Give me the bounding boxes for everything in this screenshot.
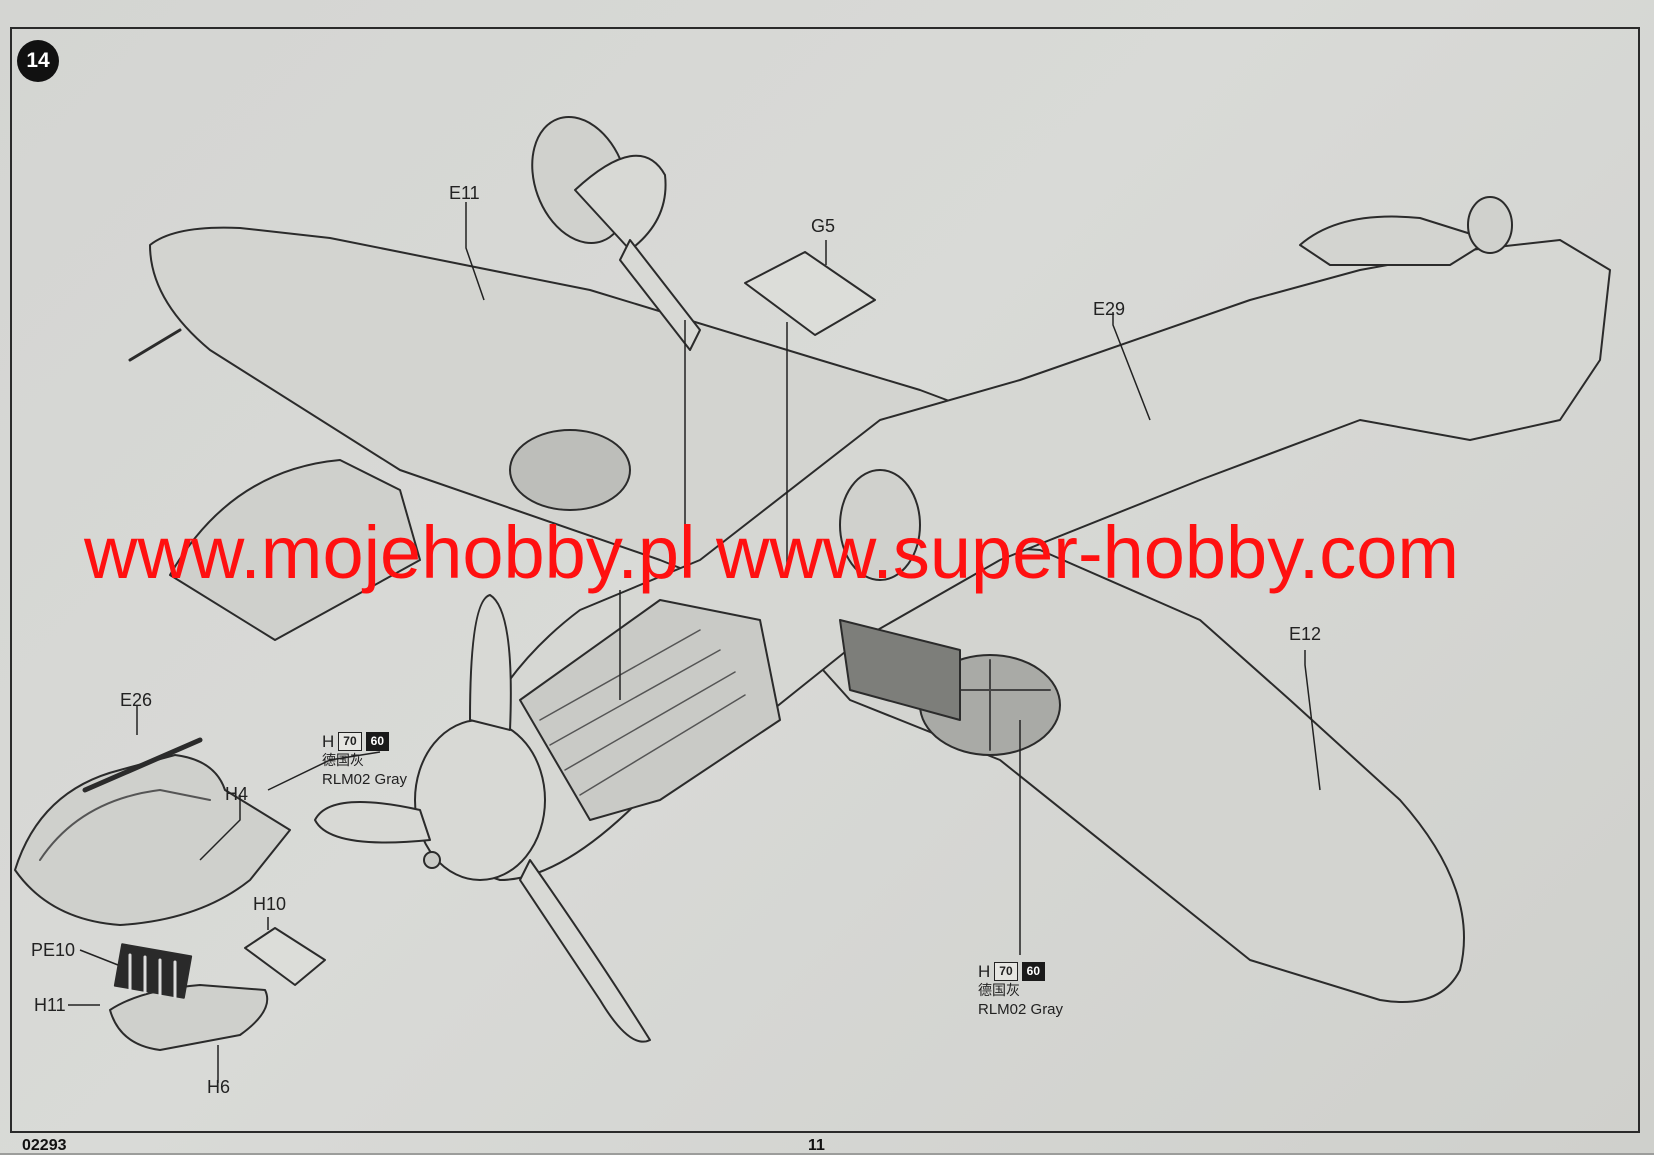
part-label-pe10: PE10 bbox=[31, 940, 76, 960]
paint-brand-letter: H bbox=[978, 962, 991, 981]
paint-brand-letter: H bbox=[322, 732, 335, 751]
prop-blade-top bbox=[469, 594, 512, 731]
pitot-tube bbox=[128, 328, 182, 362]
left-gear-leg bbox=[619, 239, 701, 351]
part-label-e29: E29 bbox=[1093, 299, 1126, 319]
part-label-h11: H11 bbox=[34, 995, 66, 1015]
part-label-h10: H10 bbox=[253, 894, 287, 914]
part-label-e11: E11 bbox=[449, 183, 480, 203]
product-code: 02293 bbox=[22, 1137, 67, 1154]
paint-callout-cowl: H 70 60 德国灰 RLM02 Gray bbox=[322, 732, 407, 789]
paint-name-chinese: 德国灰 bbox=[322, 752, 364, 768]
h6-part bbox=[109, 984, 269, 1051]
part-label-h6: H6 bbox=[207, 1077, 231, 1097]
radiator-fairing bbox=[169, 459, 421, 641]
left-gear-door bbox=[574, 154, 667, 251]
paint-name-chinese: 德国灰 bbox=[978, 982, 1020, 998]
part-label-e12: E12 bbox=[1289, 624, 1322, 644]
page-frame bbox=[10, 27, 1640, 1133]
paint-code-box-dark: 60 bbox=[365, 732, 389, 751]
cowl-part-h4 bbox=[14, 754, 291, 926]
right-gear-door bbox=[839, 619, 961, 721]
tailplane bbox=[1299, 215, 1491, 266]
part-label-e26: E26 bbox=[120, 690, 153, 710]
e26-rod bbox=[82, 737, 203, 793]
watermark-text: www.mojehobby.pl www.super-hobby.com bbox=[84, 511, 1460, 594]
engine-bay bbox=[519, 599, 781, 821]
paint-code-box: 70 bbox=[994, 962, 1018, 981]
prop-blade-bottom bbox=[519, 859, 651, 1043]
g5-panel bbox=[744, 251, 876, 336]
pe10-grille bbox=[113, 943, 193, 999]
part-label-h4: H4 bbox=[225, 784, 249, 804]
part-label-g5: G5 bbox=[811, 216, 836, 236]
paint-callout-wheel-well: H 70 60 德国灰 RLM02 Gray bbox=[978, 962, 1063, 1019]
paint-name: RLM02 Gray bbox=[978, 1001, 1064, 1018]
left-wheel-well bbox=[509, 429, 631, 511]
prop-blade-left bbox=[314, 801, 431, 844]
step-number-badge: 14 bbox=[17, 40, 59, 82]
paint-code-box: 70 bbox=[338, 732, 362, 751]
tail-wheel bbox=[1467, 196, 1513, 254]
h10-panel bbox=[244, 927, 326, 986]
right-main-wheel bbox=[839, 469, 921, 581]
paint-code-box-dark: 60 bbox=[1021, 962, 1045, 981]
paint-name: RLM02 Gray bbox=[322, 771, 408, 788]
page-number: 11 bbox=[808, 1137, 825, 1154]
